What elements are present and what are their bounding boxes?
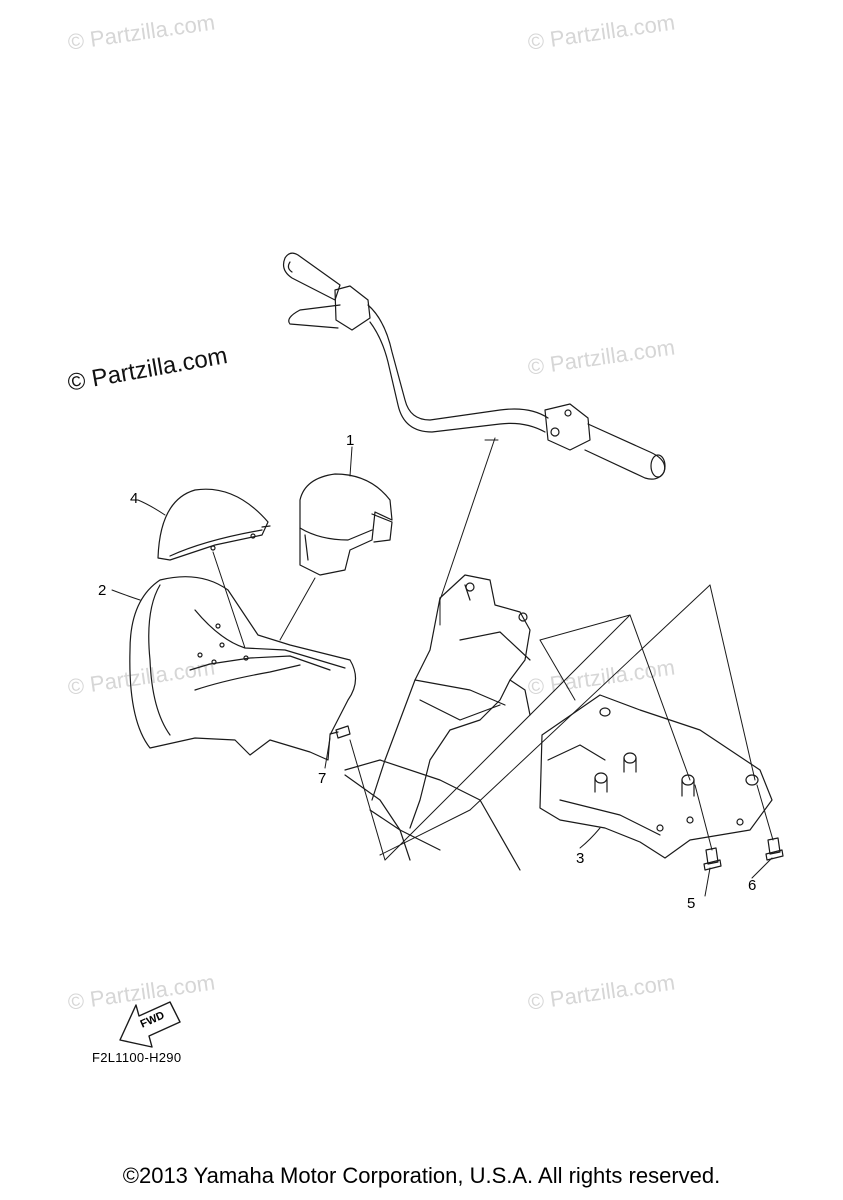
- callout-5: 5: [687, 895, 696, 912]
- copyright-notice: ©2013 Yamaha Motor Corporation, U.S.A. A…: [122, 1163, 721, 1188]
- diagram-code: F2L1100-H290: [92, 1050, 182, 1065]
- steering-column: [344, 574, 531, 871]
- callout-7: 7: [318, 770, 327, 787]
- part-5-screw: [703, 847, 722, 871]
- part-3-lower-cover: [539, 694, 773, 859]
- part-7-screw: [329, 725, 351, 739]
- part-1-cover: [299, 473, 393, 576]
- callout-2: 2: [98, 582, 107, 599]
- callout-4: 4: [130, 490, 139, 507]
- part-4-cover: [157, 488, 271, 561]
- callout-1: 1: [346, 432, 355, 449]
- callout-3: 3: [576, 850, 585, 867]
- part-6-screw: [765, 837, 784, 861]
- callout-6: 6: [748, 877, 757, 894]
- handlebar: [282, 252, 666, 480]
- fwd-arrow-icon: [119, 1001, 181, 1048]
- callout-leaders: [111, 446, 773, 897]
- part-2-front-cowl: [129, 576, 357, 761]
- assembly-lines: [212, 437, 774, 861]
